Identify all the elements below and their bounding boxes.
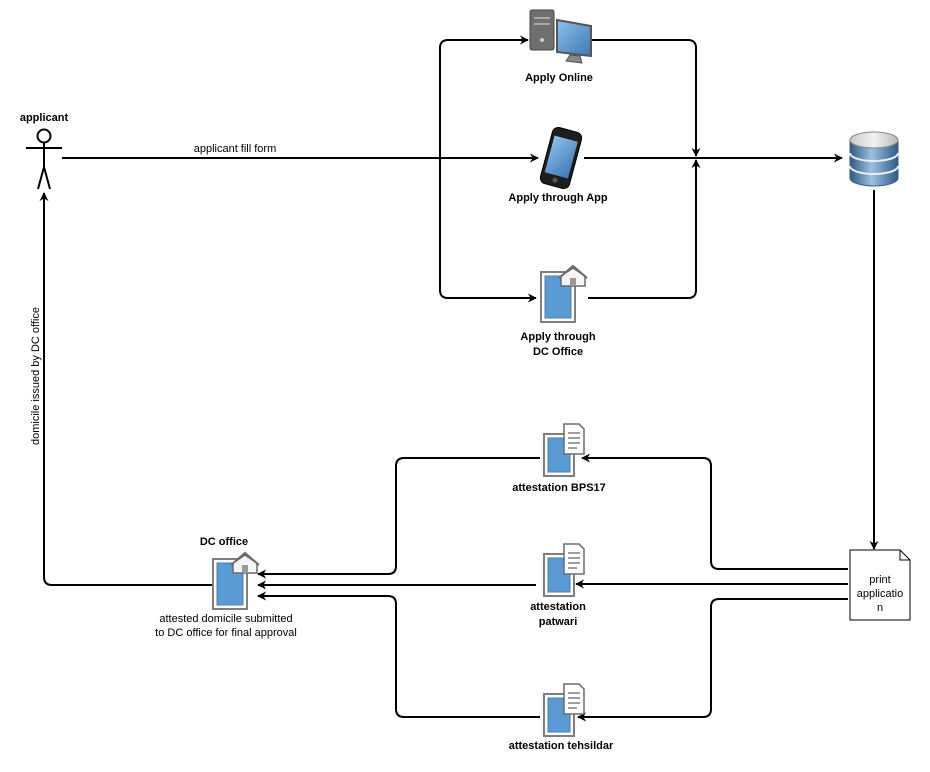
print-label-3: n	[877, 602, 883, 614]
attestation-bps17-label: attestation BPS17	[512, 482, 606, 494]
submitted-label-1: attested domicile submitted	[159, 613, 292, 625]
applicant-label: applicant	[20, 112, 69, 124]
attestation-document-icon	[543, 423, 585, 477]
edge-branch-dc-office	[439, 158, 537, 303]
office-document-icon	[540, 265, 588, 323]
submitted-label-2: to DC office for final approval	[155, 627, 297, 639]
edge-dc-merge	[588, 159, 701, 299]
print-label-2: applicatio	[857, 588, 903, 600]
paper-note-icon	[849, 549, 911, 621]
attestation-tehsildar-label: attestation tehsildar	[509, 740, 614, 752]
edge-print-tehsildar	[577, 598, 848, 722]
edge-bps17-dc	[257, 457, 540, 579]
attestation-document-icon	[543, 543, 585, 597]
desktop-computer-icon	[529, 9, 592, 64]
attestation-patwari-label-1: attestation	[530, 601, 586, 613]
fill-form-label: applicant fill form	[194, 143, 277, 155]
apply-online-label: Apply Online	[525, 72, 593, 84]
apply-dc-label-1: Apply through	[520, 331, 595, 343]
issued-label: domicile issued by DC office	[30, 307, 42, 445]
attestation-document-icon	[543, 683, 585, 737]
edge-branch-online	[439, 35, 529, 158]
apply-dc-label-2: DC Office	[533, 346, 583, 358]
stick-figure-icon	[26, 128, 62, 190]
mobile-phone-icon	[539, 126, 583, 190]
apply-app-label: Apply through App	[508, 192, 607, 204]
database-icon	[849, 131, 899, 187]
edge-print-bps17	[581, 453, 848, 570]
edge-dc-to-applicant	[39, 192, 212, 586]
office-document-icon	[212, 552, 260, 610]
edge-tehsildar-dc	[257, 591, 540, 718]
dc-office-label: DC office	[200, 536, 248, 548]
attestation-patwari-label-2: patwari	[539, 616, 578, 628]
print-label-1: print	[869, 574, 890, 586]
edge-online-merge	[592, 39, 701, 157]
